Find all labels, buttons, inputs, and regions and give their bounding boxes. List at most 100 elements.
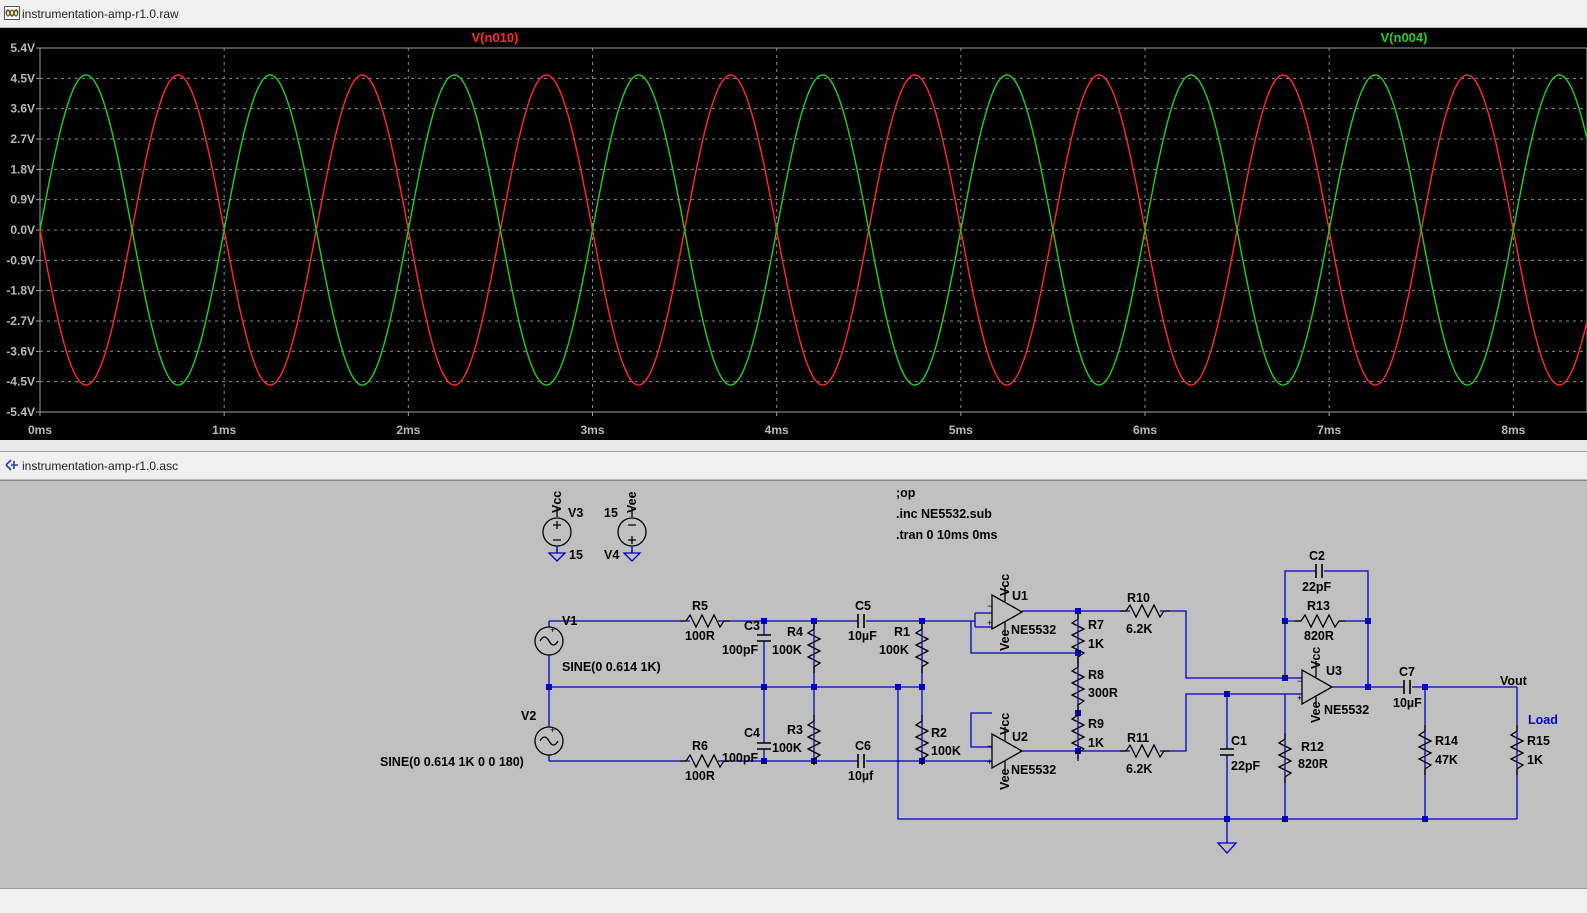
u2-model[interactable]: NE5532 [1011,763,1056,777]
u2-vee-label[interactable]: Vee [998,768,1012,790]
r15-name[interactable]: R15 [1527,734,1550,748]
r9-name[interactable]: R9 [1088,717,1104,731]
r7-value[interactable]: 1K [1088,637,1104,651]
r11-value[interactable]: 6.2K [1126,762,1152,776]
source-v2-name[interactable]: V2 [521,709,536,723]
source-v2-symbol[interactable]: + [534,725,564,756]
schematic-drawing[interactable]: + + − + − + − + [0,481,1587,889]
y-tick-label: -2.7V [6,314,35,328]
r11-name[interactable]: R11 [1127,731,1149,745]
source-v4-symbol[interactable] [617,507,647,562]
r3-value[interactable]: 100K [772,741,802,755]
c7-name[interactable]: C7 [1399,665,1415,679]
capacitor-c4-symbol[interactable] [757,742,771,750]
source-v3-name[interactable]: V3 [568,506,583,520]
c2-value[interactable]: 22pF [1302,580,1332,594]
trace-label-v-n010[interactable]: V(n010) [472,30,519,45]
u2-name[interactable]: U2 [1012,730,1028,744]
opamp-u1-symbol[interactable]: − + [987,587,1024,635]
r2-value[interactable]: 100K [931,744,961,758]
c4-value[interactable]: 100pF [722,751,758,765]
r14-name[interactable]: R14 [1435,734,1458,748]
source-v3-value[interactable]: 15 [569,548,583,562]
pane-splitter[interactable] [0,440,1587,452]
capacitor-c5-symbol[interactable] [857,614,865,628]
u1-name[interactable]: U1 [1012,589,1028,603]
schematic-canvas[interactable]: + + − + − + − + [0,480,1587,889]
r8-value[interactable]: 300R [1088,686,1118,700]
y-tick-label: 5.4V [10,41,35,55]
capacitor-c1-symbol[interactable] [1220,748,1234,756]
source-v1-value[interactable]: SINE(0 0.614 1K) [562,660,661,674]
r12-value[interactable]: 820R [1298,757,1328,771]
r7-name[interactable]: R7 [1088,618,1104,632]
u2-vcc-label[interactable]: Vcc [998,713,1012,735]
capacitor-c3-symbol[interactable] [757,634,771,642]
trace-vn004[interactable] [39,74,1587,386]
source-v4-value[interactable]: 15 [604,506,618,520]
source-v4-name[interactable]: V4 [604,548,619,562]
directive-tran[interactable]: .tran 0 10ms 0ms [896,528,997,542]
c7-value[interactable]: 10µF [1393,696,1422,710]
u1-vcc-label[interactable]: Vcc [998,574,1012,596]
trace-label-v-n004[interactable]: V(n004) [1381,30,1428,45]
r6-name[interactable]: R6 [692,739,708,753]
r4-value[interactable]: 100K [772,643,802,657]
r9-value[interactable]: 1K [1088,736,1104,750]
c1-name[interactable]: C1 [1231,734,1247,748]
c5-name[interactable]: C5 [855,599,871,613]
vout-net-label[interactable]: Vout [1500,674,1528,688]
r13-name[interactable]: R13 [1307,599,1330,613]
vcc-net-label-v3[interactable]: Vcc [550,491,564,513]
capacitor-c7-symbol[interactable] [1403,680,1411,694]
u1-model[interactable]: NE5532 [1011,623,1056,637]
source-v1-name[interactable]: V1 [562,614,577,628]
waveform-plot[interactable]: 5.4V4.5V3.6V2.7V1.8V0.9V0.0V-0.9V-1.8V-2… [0,28,1587,440]
source-v2-value[interactable]: SINE(0 0.614 1K 0 0 180) [380,755,524,769]
r3-name[interactable]: R3 [787,723,803,737]
r8-name[interactable]: R8 [1088,668,1104,682]
r5-value[interactable]: 100R [685,629,715,643]
u3-name[interactable]: U3 [1326,664,1342,678]
c3-value[interactable]: 100pF [722,643,758,657]
u3-model[interactable]: NE5532 [1324,703,1369,717]
directive-include[interactable]: .inc NE5532.sub [896,507,992,521]
r6-value[interactable]: 100R [685,769,715,783]
resistor-r13-symbol[interactable] [1294,614,1346,628]
opamp-u3-symbol[interactable]: − + [1297,661,1334,707]
r1-name[interactable]: R1 [894,625,910,639]
r14-value[interactable]: 47K [1435,753,1458,767]
vee-net-label-v4[interactable]: Vee [625,491,639,513]
r12-name[interactable]: R12 [1301,740,1324,754]
c6-value[interactable]: 10µf [848,769,874,783]
schematic-window-titlebar[interactable]: instrumentation-amp-r1.0.asc [0,452,1587,480]
c4-name[interactable]: C4 [744,726,760,740]
r15-value[interactable]: 1K [1527,753,1543,767]
r10-name[interactable]: R10 [1127,591,1150,605]
c6-name[interactable]: C6 [855,739,871,753]
y-tick-label: -5.4V [6,405,35,419]
r10-value[interactable]: 6.2K [1126,622,1152,636]
capacitor-c6-symbol[interactable] [857,754,865,768]
u1-vee-label[interactable]: Vee [998,629,1012,651]
r1-value[interactable]: 100K [879,643,909,657]
r4-name[interactable]: R4 [787,625,803,639]
r2-name[interactable]: R2 [931,726,947,740]
capacitor-c2-symbol[interactable] [1315,564,1323,578]
c2-name[interactable]: C2 [1309,549,1325,563]
waveform-window-titlebar[interactable]: instrumentation-amp-r1.0.raw [0,0,1587,28]
c5-value[interactable]: 10µF [848,629,877,643]
x-tick-label: 0ms [28,423,52,437]
r5-name[interactable]: R5 [692,599,708,613]
load-comment[interactable]: Load [1528,713,1558,727]
source-v3-symbol[interactable] [542,507,572,562]
opamp-u2-symbol[interactable]: − + [987,727,1024,773]
u3-vee-label[interactable]: Vee [1309,701,1323,723]
directive-op[interactable]: ;op [896,486,916,500]
source-v1-symbol[interactable]: + [534,625,564,656]
u3-vcc-label[interactable]: Vcc [1309,647,1323,669]
c1-value[interactable]: 22pF [1231,759,1261,773]
r13-value[interactable]: 820R [1304,629,1334,643]
c3-name[interactable]: C3 [744,619,760,633]
